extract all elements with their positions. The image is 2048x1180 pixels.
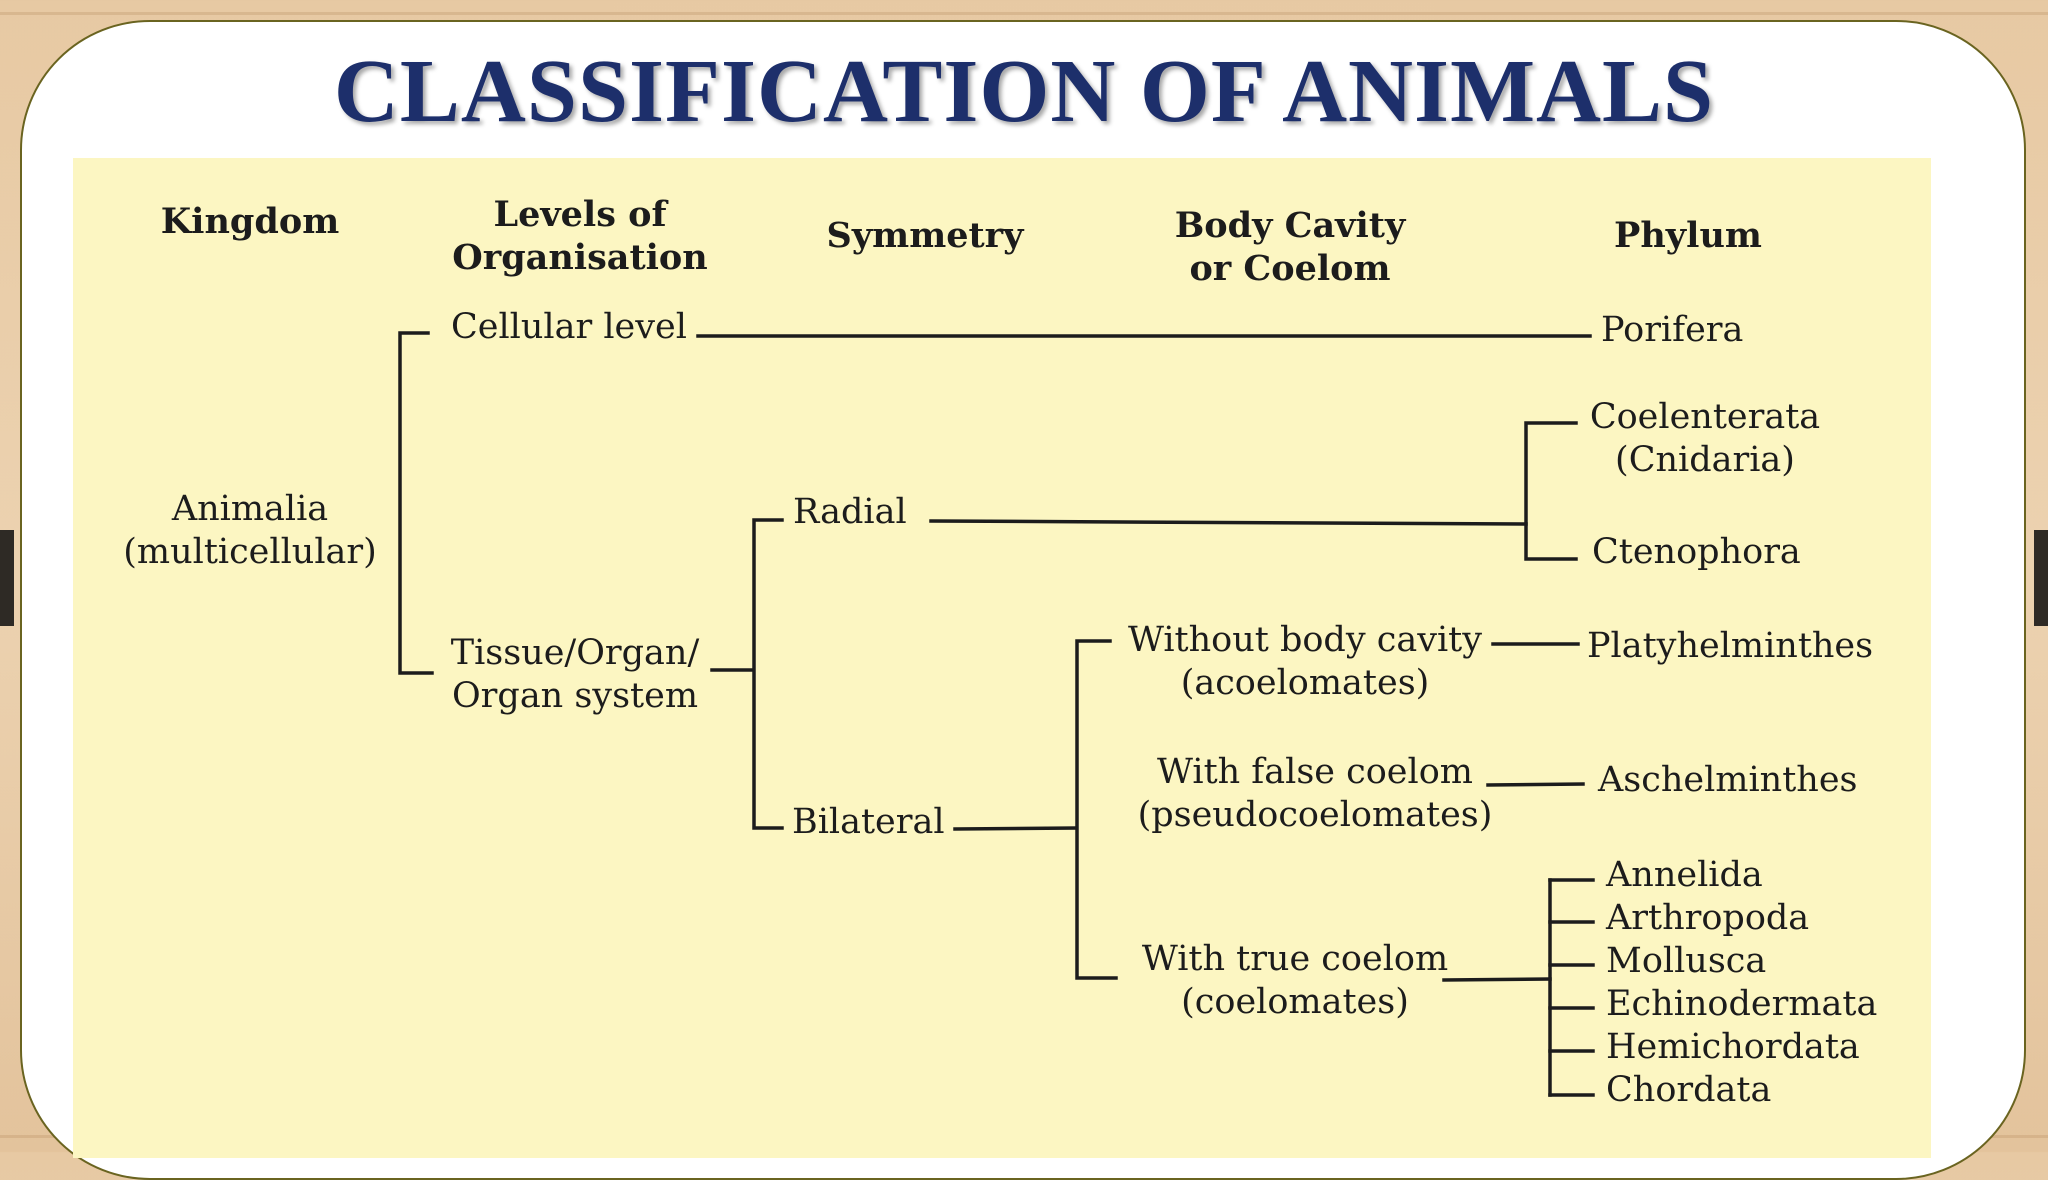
header-phylum: Phylum	[1614, 215, 1762, 256]
diagram-panel	[73, 158, 1931, 1158]
phylum-platyhelminthes: Platyhelminthes	[1587, 626, 1874, 666]
kingdom-bracket	[398, 331, 434, 675]
level-tissue-line2: Organ system	[451, 676, 699, 716]
header-body-cavity-line1: Body Cavity	[1174, 205, 1406, 246]
radial-bracket	[1524, 421, 1578, 561]
radial-line	[929, 519, 1528, 526]
phylum-cnidaria: (Cnidaria)	[1615, 440, 1795, 480]
bilateral-line	[953, 826, 1078, 831]
symmetry-bracket	[752, 518, 784, 830]
phylum-coelenterata: Coelenterata	[1589, 397, 1821, 437]
header-levels-line1: Levels of	[493, 194, 667, 235]
coelom-true-line1: With true coelom	[1141, 939, 1449, 979]
coelomate-line	[1442, 977, 1552, 982]
phylum-aschelminthes: Aschelminthes	[1598, 760, 1858, 800]
coelom-false-line1: With false coelom	[1157, 752, 1473, 792]
phylum-ctenophora: Ctenophora	[1592, 532, 1801, 572]
header-body-cavity-line2: or Coelom	[1189, 248, 1391, 289]
right-edge-bar	[2034, 530, 2048, 626]
coelom-bracket	[1075, 639, 1118, 980]
symmetry-bilateral: Bilateral	[792, 802, 945, 842]
phylum-echinodermata: Echinodermata	[1606, 984, 1878, 1024]
wood-grain	[0, 12, 2048, 15]
left-edge-bar	[0, 530, 14, 626]
coelom-without-line1: Without body cavity	[1127, 620, 1483, 660]
level-tissue-line1: Tissue/Organ/	[450, 633, 700, 673]
phylum-chordata: Chordata	[1606, 1070, 1772, 1110]
symmetry-radial: Radial	[793, 492, 907, 532]
phylum-mollusca: Mollusca	[1606, 941, 1767, 981]
phylum-porifera: Porifera	[1601, 310, 1744, 350]
coelom-without-line2: (acoelomates)	[1180, 663, 1430, 703]
pseudocoelomate-line	[1486, 782, 1585, 787]
phylum-annelida: Annelida	[1606, 855, 1763, 895]
phylum-arthropoda: Arthropoda	[1606, 898, 1810, 938]
slide-title: CLASSIFICATION OF ANIMALS	[333, 42, 1715, 141]
header-symmetry: Symmetry	[826, 215, 1024, 256]
connector-lines	[398, 331, 1595, 1097]
header-levels-line2: Organisation	[452, 237, 708, 278]
coelom-true-line2: (coelomates)	[1181, 982, 1409, 1022]
header-kingdom: Kingdom	[160, 201, 340, 242]
phylum-hemichordata: Hemichordata	[1606, 1027, 1860, 1067]
kingdom-multicellular: (multicellular)	[123, 532, 377, 572]
kingdom-animalia: Animalia	[171, 489, 329, 529]
coelom-false-line2: (pseudocoelomates)	[1137, 795, 1493, 835]
level-cellular: Cellular level	[451, 307, 687, 347]
